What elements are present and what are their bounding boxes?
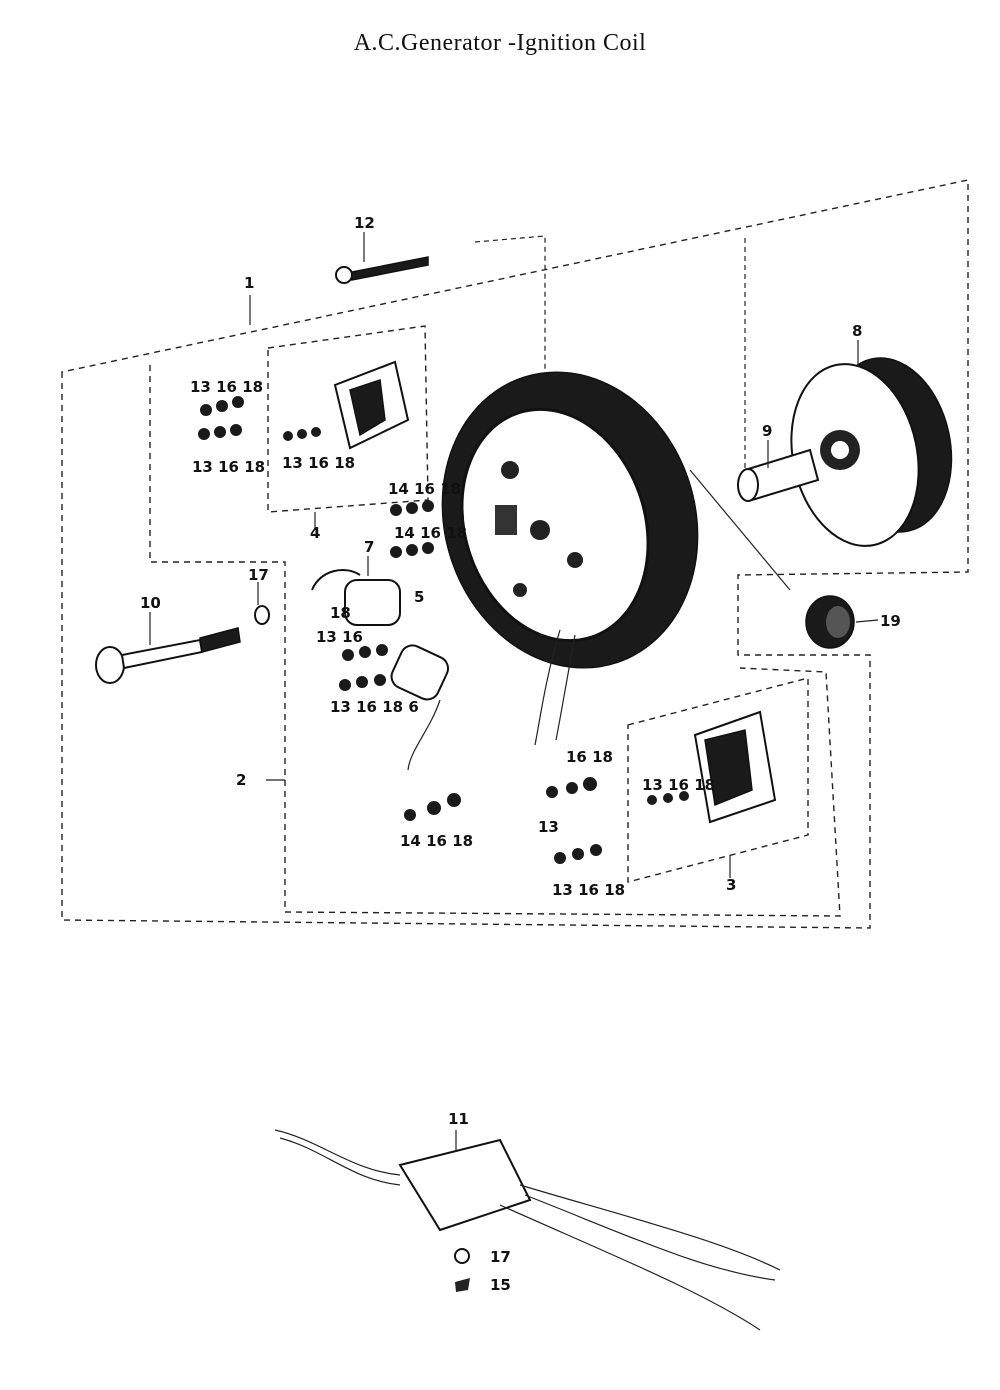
callout-2: 2	[236, 771, 246, 789]
label-group-4b: 13 16 18	[192, 458, 265, 476]
grommet-19	[805, 595, 879, 649]
label-group-mid1: 14 16 18	[388, 480, 461, 498]
callout-1: 1	[244, 274, 254, 292]
label-group-coil2: 13 16	[316, 628, 363, 646]
page-title: A.C.Generator -Ignition Coil	[353, 30, 647, 56]
breaker-plate-3	[693, 710, 777, 878]
label-group-coil3: 13 16 18 6	[330, 698, 419, 716]
label-group-bottom: 14 16 18	[400, 832, 473, 850]
assembly-outline	[61, 179, 969, 929]
label-group-3a: 16 18	[566, 748, 613, 766]
breaker-plate-4	[314, 360, 410, 530]
callout-7: 7	[364, 538, 374, 556]
callout-10: 10	[140, 594, 161, 612]
ignition-coil-7	[311, 556, 450, 771]
callout-9: 9	[762, 422, 772, 440]
assembly-outline-inner	[149, 365, 841, 917]
label-group-4c: 13 16 18	[282, 454, 355, 472]
hardware-dots	[198, 396, 689, 864]
label-group-3b: 13	[538, 818, 559, 836]
label-group-coil1: 18	[330, 604, 351, 622]
callout-17: 17	[248, 566, 269, 584]
connector-hardware: 17 15	[454, 1248, 511, 1294]
wire-connector-11	[274, 1129, 781, 1331]
rotor-8	[790, 340, 953, 547]
label-group-3c: 13 16 18	[552, 881, 625, 899]
label-group-mid2: 14 16 18	[394, 524, 467, 542]
callout-5: 5	[414, 588, 424, 606]
bracket-3-outline	[627, 677, 809, 883]
legend-17: 17	[490, 1248, 511, 1266]
callout-3: 3	[726, 876, 736, 894]
callout-12: 12	[354, 214, 375, 232]
shaft-9	[737, 440, 820, 502]
callout-8: 8	[852, 322, 862, 340]
callout-4: 4	[310, 524, 320, 542]
bolt-10	[95, 582, 270, 684]
legend-15: 15	[490, 1276, 511, 1294]
callout-19: 19	[880, 612, 901, 630]
bolt-12	[335, 232, 429, 284]
guide-line-top	[474, 235, 546, 380]
callout-11: 11	[448, 1110, 469, 1128]
stator-coil	[441, 371, 791, 746]
label-group-4a: 13 16 18	[190, 378, 263, 396]
label-group-3d: 13 16 18	[642, 776, 715, 794]
